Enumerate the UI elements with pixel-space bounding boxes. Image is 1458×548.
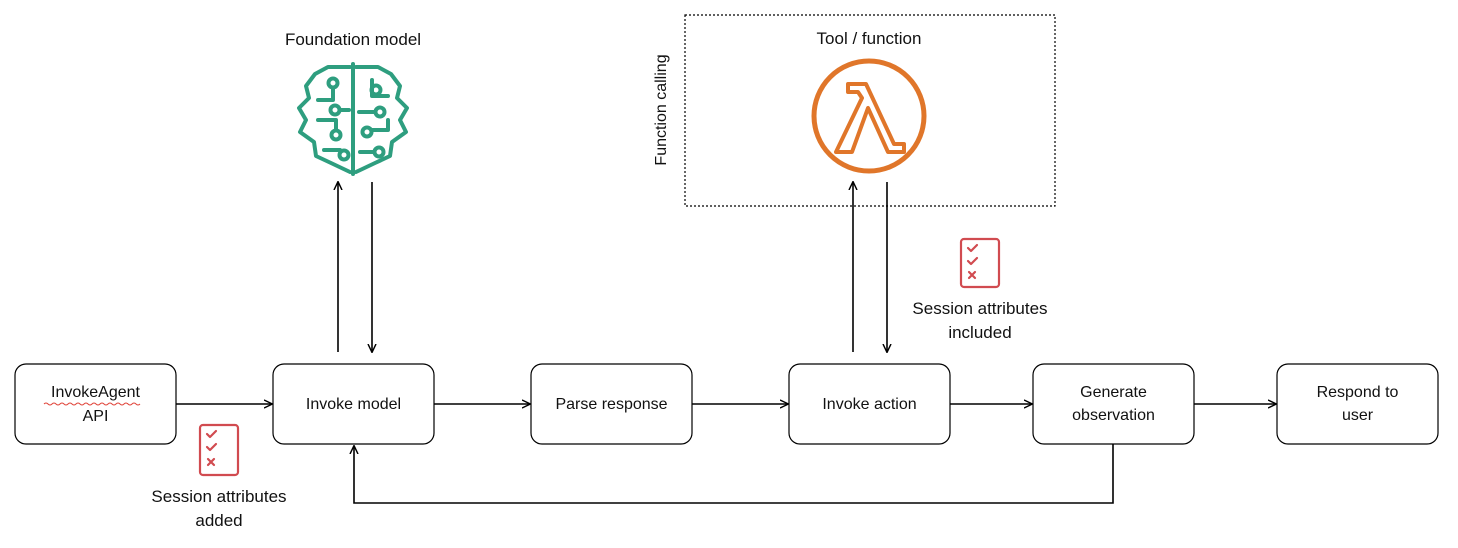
node-invokeagent-label-line2: API — [83, 408, 109, 425]
node-respond-to-user: Respond to user — [1276, 363, 1439, 445]
brain-circuit-icon — [297, 62, 409, 176]
node-invokeagent-api: InvokeAgent API — [14, 363, 177, 445]
session-included-line1: Session attributes — [912, 299, 1047, 318]
node-parse-response-label: Parse response — [555, 396, 667, 413]
node-respond-line1: Respond to — [1317, 384, 1399, 401]
node-generate-observation: Generate observation — [1032, 363, 1195, 445]
node-invoke-action-label: Invoke action — [822, 396, 916, 413]
node-generate-observation-line2: observation — [1072, 407, 1155, 424]
node-parse-response: Parse response — [530, 363, 693, 445]
tool-function-box — [684, 14, 1056, 207]
foundation-model-label: Foundation model — [285, 30, 421, 49]
session-added-line1: Session attributes — [151, 487, 286, 506]
node-invoke-model-label: Invoke model — [306, 396, 401, 413]
node-respond-line2: user — [1342, 407, 1374, 424]
node-generate-observation-line1: Generate — [1080, 384, 1147, 401]
node-invoke-action: Invoke action — [788, 363, 951, 445]
checklist-icon — [959, 237, 1001, 289]
tool-function-label: Tool / function — [817, 29, 922, 48]
spellcheck-squiggle — [43, 402, 141, 406]
checklist-icon — [198, 423, 240, 477]
node-invoke-model: Invoke model — [272, 363, 435, 445]
session-added-line2: added — [195, 511, 242, 530]
lambda-icon — [811, 58, 927, 174]
function-calling-label: Function calling — [653, 54, 670, 165]
session-included-line2: included — [948, 323, 1011, 342]
edge-observation-loop-back — [354, 444, 1114, 504]
node-invokeagent-label-line1: InvokeAgent — [51, 384, 141, 401]
